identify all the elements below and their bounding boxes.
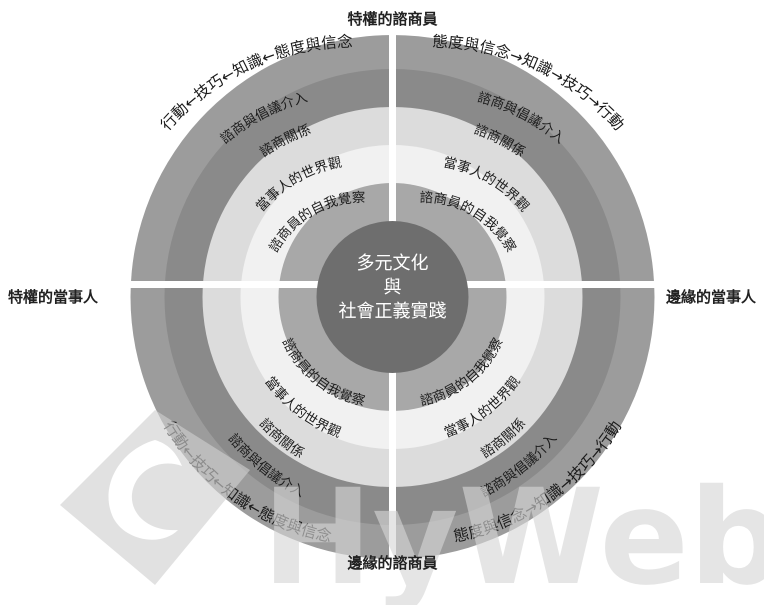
center-line-1: 多元文化: [357, 253, 429, 274]
axis-label-right: 邊緣的當事人: [666, 288, 757, 306]
hyweb-watermark: HyWeb: [60, 410, 764, 605]
watermark-text: HyWeb: [262, 461, 764, 605]
center-line-3: 社會正義實踐: [339, 301, 447, 322]
center-disc: [316, 221, 469, 373]
hyweb-logo-icon: [60, 410, 250, 585]
center-line-2: 與: [384, 277, 402, 298]
axis-label-bottom: 邊緣的諮商員: [347, 554, 437, 572]
axis-label-top: 特權的諮商員: [347, 10, 437, 28]
axis-label-left: 特權的當事人: [8, 288, 99, 306]
